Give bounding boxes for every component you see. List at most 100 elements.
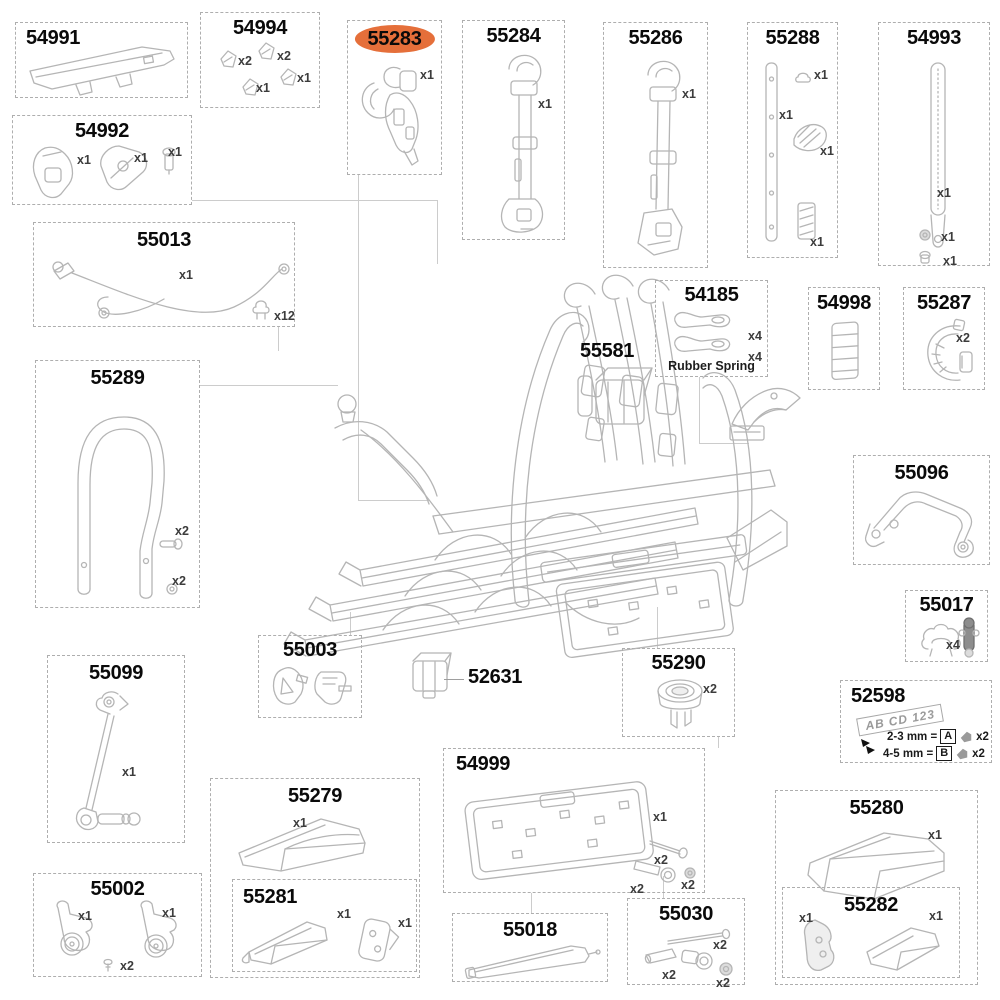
qty-label: x2 xyxy=(172,574,186,588)
lever-part-illustration xyxy=(729,387,801,441)
qty-label: x1 xyxy=(168,145,182,159)
part-number-55581[interactable]: 55581 xyxy=(580,340,635,362)
part-illustration-55286 xyxy=(637,60,683,256)
part-box-55279: 55279 x1 xyxy=(210,778,420,978)
part-box-55287: 55287 x2 xyxy=(903,287,985,390)
part-box-55284: 55284 x1 xyxy=(462,20,565,240)
arrow-marks-icon xyxy=(861,739,875,754)
part-box-55018: 55018 xyxy=(452,913,608,982)
part-number-55284[interactable]: 55284 xyxy=(486,25,541,47)
part-number-52631[interactable]: 52631 xyxy=(468,666,523,688)
part-number-54991[interactable]: 54991 xyxy=(26,27,81,49)
part-number-55283[interactable]: 55283 xyxy=(354,25,435,53)
part-illustration-54185 xyxy=(674,311,731,353)
part-box-55030: 55030 x2 x2 x2 xyxy=(627,898,745,989)
part-number-54999[interactable]: 54999 xyxy=(456,753,511,775)
spacer-row-b: 4-5 mm = B x2 xyxy=(883,746,985,761)
connector-line xyxy=(200,385,338,386)
part-number-55290[interactable]: 55290 xyxy=(651,652,706,674)
qty-label: x1 xyxy=(122,765,136,779)
part-number-52598[interactable]: 52598 xyxy=(851,685,906,707)
leader-line xyxy=(444,679,464,680)
part-number-55099[interactable]: 55099 xyxy=(88,662,144,684)
spacer-qty-b: x2 xyxy=(972,747,985,760)
part-number-55282[interactable]: 55282 xyxy=(843,894,899,916)
part-illustration-55018 xyxy=(464,945,601,980)
part-illustration-54991 xyxy=(29,46,175,96)
part-number-54185[interactable]: 54185 xyxy=(684,284,739,306)
connector-line xyxy=(663,876,664,898)
part-illustration-55013 xyxy=(52,261,290,320)
part-illustration-55030 xyxy=(644,928,733,976)
spacer-wedge-icon xyxy=(960,731,972,742)
part-number-55289[interactable]: 55289 xyxy=(90,367,145,389)
part-number-55288[interactable]: 55288 xyxy=(765,27,820,49)
part-number-54993[interactable]: 54993 xyxy=(906,27,962,49)
connector-line xyxy=(657,607,658,648)
qty-label: x2 xyxy=(956,331,970,345)
part-number-55013[interactable]: 55013 xyxy=(136,229,192,251)
part-illustration-54992 xyxy=(32,145,176,199)
qty-label: x1 xyxy=(928,828,942,842)
part-box-55286: 55286 x1 xyxy=(603,22,708,268)
rubber-spring-caption: Rubber Spring xyxy=(668,359,755,373)
part-illustration-55289 xyxy=(77,416,183,599)
qty-label: x1 xyxy=(179,268,193,282)
part-illustration-52631 xyxy=(412,652,452,699)
spacer-letter-a: A xyxy=(940,729,957,744)
qty-label: x2 xyxy=(681,878,695,892)
connector-line xyxy=(531,893,532,913)
part-box-55002: 55002 x1 x1 x2 xyxy=(33,873,202,977)
part-box-55096: 55096 xyxy=(853,455,990,565)
qty-label: x1 xyxy=(78,909,92,923)
spacer-range-a: 2-3 mm = xyxy=(887,730,938,743)
part-illustration-55099 xyxy=(75,691,141,831)
part-illustration-55017 xyxy=(921,617,980,658)
part-number-55096[interactable]: 55096 xyxy=(894,462,949,484)
part-number-55287[interactable]: 55287 xyxy=(916,292,972,314)
part-box-55099: 55099 x1 xyxy=(47,655,185,843)
part-number-55003[interactable]: 55003 xyxy=(282,639,338,661)
part-number-55286[interactable]: 55286 xyxy=(628,27,683,49)
qty-label: x1 xyxy=(810,235,824,249)
spacer-qty-a: x2 xyxy=(976,730,989,743)
part-box-55289: 55289 x2 x2 xyxy=(35,360,200,608)
part-illustration-55288 xyxy=(765,62,827,242)
part-box-55281: 55281 x1 x1 xyxy=(232,879,417,972)
qty-label: x2 xyxy=(713,938,727,952)
part-number-55002[interactable]: 55002 xyxy=(90,878,145,900)
qty-label: x1 xyxy=(799,911,813,925)
part-box-54993: 54993 x1 x1 x1 xyxy=(878,22,990,267)
qty-label: x1 xyxy=(682,87,696,101)
part-number-55279[interactable]: 55279 xyxy=(287,785,343,807)
qty-label: x1 xyxy=(941,230,955,244)
part-number-55280[interactable]: 55280 xyxy=(849,797,904,819)
qty-label: x1 xyxy=(162,906,176,920)
part-illustration-55290 xyxy=(657,679,703,729)
part-illustration-55283 xyxy=(361,66,419,166)
part-illustration-54999 xyxy=(464,781,696,883)
part-number-55018[interactable]: 55018 xyxy=(502,919,558,941)
part-box-52598: 52598 AB CD 123 2-3 mm = A x2 4-5 mm = B… xyxy=(840,680,992,763)
part-illustration-55002 xyxy=(56,900,177,972)
connector-line xyxy=(278,327,279,351)
qty-label: x1 xyxy=(653,810,667,824)
qty-label: x2 xyxy=(654,853,668,867)
qty-label: x1 xyxy=(820,144,834,158)
part-number-55281[interactable]: 55281 xyxy=(243,886,298,908)
part-number-55017[interactable]: 55017 xyxy=(919,594,974,616)
spacer-letter-b: B xyxy=(936,746,953,761)
part-number-54992[interactable]: 54992 xyxy=(74,120,130,142)
qty-label: x1 xyxy=(420,68,434,82)
connector-line xyxy=(358,175,359,500)
qty-label: x12 xyxy=(274,309,295,323)
qty-label: x2 xyxy=(716,976,730,990)
part-illustration-55279 xyxy=(238,818,366,872)
part-number-54998[interactable]: 54998 xyxy=(816,292,872,314)
spacer-wedge-icon xyxy=(956,748,968,759)
qty-label: x1 xyxy=(538,97,552,111)
part-number-55030[interactable]: 55030 xyxy=(658,903,714,925)
part-number-54994[interactable]: 54994 xyxy=(232,17,288,39)
part-illustration-54998 xyxy=(831,321,859,381)
part-box-55280: 55280 x1 xyxy=(775,790,978,985)
